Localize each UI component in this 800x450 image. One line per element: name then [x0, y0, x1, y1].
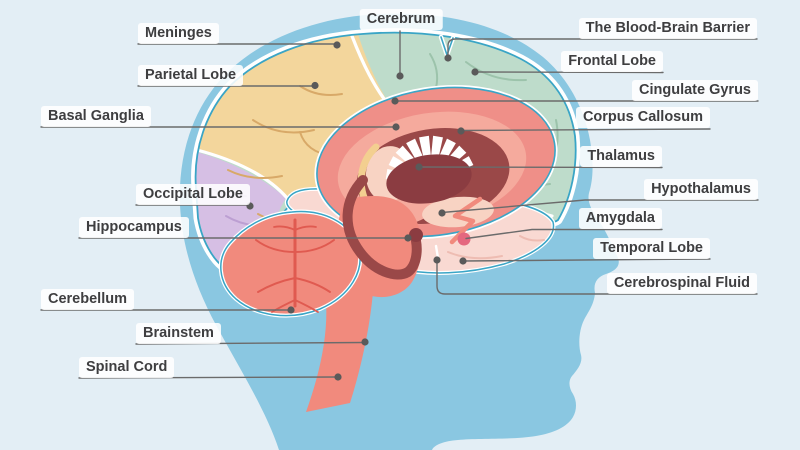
- pointer-dot: [361, 338, 369, 346]
- pointer-dot: [287, 306, 295, 314]
- label-cerebellum: Cerebellum: [41, 289, 134, 311]
- label-cerebrospinal-fluid: Cerebrospinal Fluid: [606, 273, 757, 295]
- pointer-line: [474, 71, 664, 74]
- pointer-dot: [438, 209, 446, 217]
- amygdala-region: [457, 232, 471, 246]
- label-frontal-lobe: Frontal Lobe: [561, 51, 663, 73]
- label-blood-brain-barrier: The Blood-Brain Barrier: [578, 18, 757, 40]
- pointer-dot: [334, 373, 342, 381]
- pointer-dot: [311, 81, 319, 90]
- label-hypothalamus: Hypothalamus: [644, 179, 758, 201]
- pointer-line: [465, 228, 663, 240]
- label-parietal-lobe: Parietal Lobe: [138, 65, 244, 87]
- label-brainstem: Brainstem: [136, 323, 221, 345]
- cerebellum-veins: [255, 218, 335, 313]
- hippocampus-region: [409, 228, 423, 242]
- pointer-dot: [415, 163, 423, 171]
- pointer-dot: [404, 234, 412, 242]
- csf-sulcus: [434, 244, 440, 260]
- temporal-gyri: [447, 235, 545, 260]
- pointer-line: [418, 166, 663, 169]
- pointer-dot: [444, 54, 452, 62]
- label-corpus-callosum: Corpus Callosum: [575, 107, 710, 129]
- pointer-dot: [433, 256, 441, 264]
- stria-zigzag: [449, 196, 483, 245]
- label-cerebrum: Cerebrum: [359, 9, 443, 31]
- pointer-dot: [471, 68, 479, 76]
- pointer-dot: [391, 97, 399, 105]
- pointer-dot: [396, 72, 404, 80]
- pointer-dot: [333, 41, 341, 49]
- basal-ganglia-region: [357, 143, 380, 206]
- cingulate-outline: [316, 86, 556, 238]
- label-amygdala: Amygdala: [578, 208, 662, 230]
- label-spinal-cord: Spinal Cord: [79, 357, 175, 379]
- label-basal-ganglia: Basal Ganglia: [41, 106, 151, 128]
- pointer-line: [447, 38, 758, 56]
- label-meninges: Meninges: [138, 23, 219, 45]
- brainstem-spinal-cord-region: [306, 258, 375, 412]
- fornix-region: [342, 175, 422, 280]
- label-cingulate-gyrus: Cingulate Gyrus: [632, 80, 758, 102]
- pointer-dot: [457, 127, 465, 135]
- label-thalamus: Thalamus: [580, 146, 662, 168]
- pointer-line: [460, 128, 711, 132]
- pointer-line: [462, 258, 711, 262]
- pointer-dot: [392, 123, 400, 131]
- label-hippocampus: Hippocampus: [79, 217, 189, 239]
- pointer-line: [436, 261, 758, 295]
- pointer-dot: [459, 257, 467, 265]
- label-temporal-lobe: Temporal Lobe: [593, 238, 710, 260]
- label-occipital-lobe: Occipital Lobe: [136, 184, 250, 206]
- occipital-lobe-region: [196, 152, 286, 272]
